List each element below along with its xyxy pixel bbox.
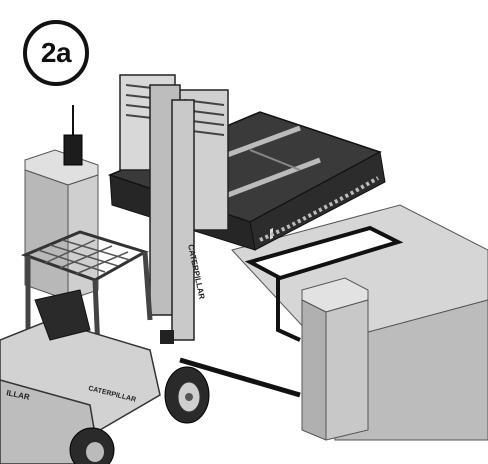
overhead-guard (20, 230, 153, 351)
rear-wheel (69, 427, 115, 464)
step-label: 2a (40, 37, 72, 68)
step-badge: 2a (23, 20, 89, 86)
front-wheel (164, 366, 210, 424)
dock-pillar (301, 277, 369, 441)
control-box (63, 105, 83, 166)
dock-pit (179, 225, 404, 398)
forklift-mast: CATERPILLAR (119, 74, 229, 344)
